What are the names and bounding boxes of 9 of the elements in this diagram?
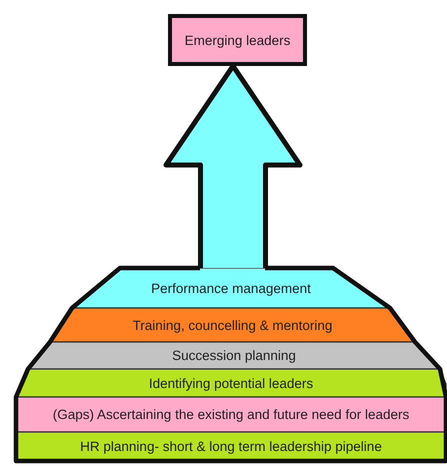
band-label: Performance management	[151, 280, 311, 296]
band-label: Identifying potential leaders	[148, 376, 314, 390]
band-label: (Gaps) Ascertaining the existing and future need for leaders	[52, 407, 410, 422]
band-label: Training, councelling & mentoring	[132, 318, 332, 332]
result-box	[168, 14, 307, 66]
box-label: Emerging leaders	[184, 32, 290, 48]
band-label: HR planning- short & long term leadership pipeline	[80, 439, 382, 454]
block-arrow	[164, 64, 302, 270]
band-label: Succession planning	[172, 348, 296, 363]
